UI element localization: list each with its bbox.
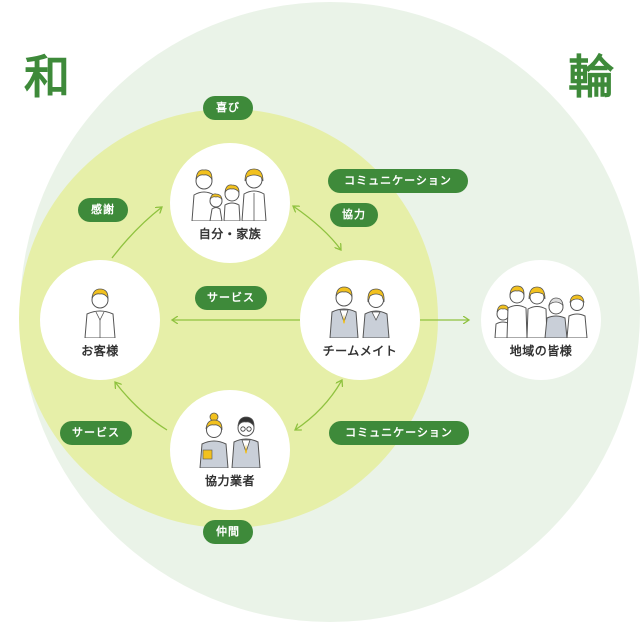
- node-customer-label: お客様: [81, 344, 119, 358]
- node-team: チームメイト: [300, 260, 420, 380]
- node-community: 地域の皆様: [481, 260, 601, 380]
- customer-illustration: [84, 288, 116, 338]
- label-gratitude: 感謝: [78, 198, 128, 222]
- node-customer: お客様: [40, 260, 160, 380]
- arrow-team-partner: [295, 380, 342, 430]
- arrow-family-team: [293, 206, 341, 250]
- label-companion: 仲間: [203, 520, 253, 544]
- label-joy: 喜び: [203, 96, 253, 120]
- label-service-left: サービス: [60, 421, 132, 445]
- node-family: 自分・家族: [170, 143, 290, 263]
- title-right-kanji: 輪: [568, 50, 614, 104]
- family-illustration: [191, 168, 267, 221]
- arrow-partner-to-customer: [115, 382, 168, 431]
- label-communication-top: コミュニケーション: [328, 169, 468, 193]
- node-community-label: 地域の皆様: [509, 344, 573, 358]
- label-communication-bottom: コミュニケーション: [329, 421, 469, 445]
- team-illustration: [329, 286, 390, 338]
- label-service-middle: サービス: [195, 286, 267, 310]
- title-left-kanji: 和: [24, 50, 70, 104]
- node-partner: 協力業者: [170, 390, 290, 510]
- label-cooperation: 協力: [330, 203, 378, 227]
- node-team-label: チームメイト: [322, 344, 398, 358]
- node-partner-label: 協力業者: [204, 474, 255, 488]
- node-family-label: 自分・家族: [198, 227, 262, 241]
- partner-illustration: [199, 412, 261, 468]
- arrow-customer-to-family: [111, 207, 162, 259]
- community-illustration: [494, 285, 588, 338]
